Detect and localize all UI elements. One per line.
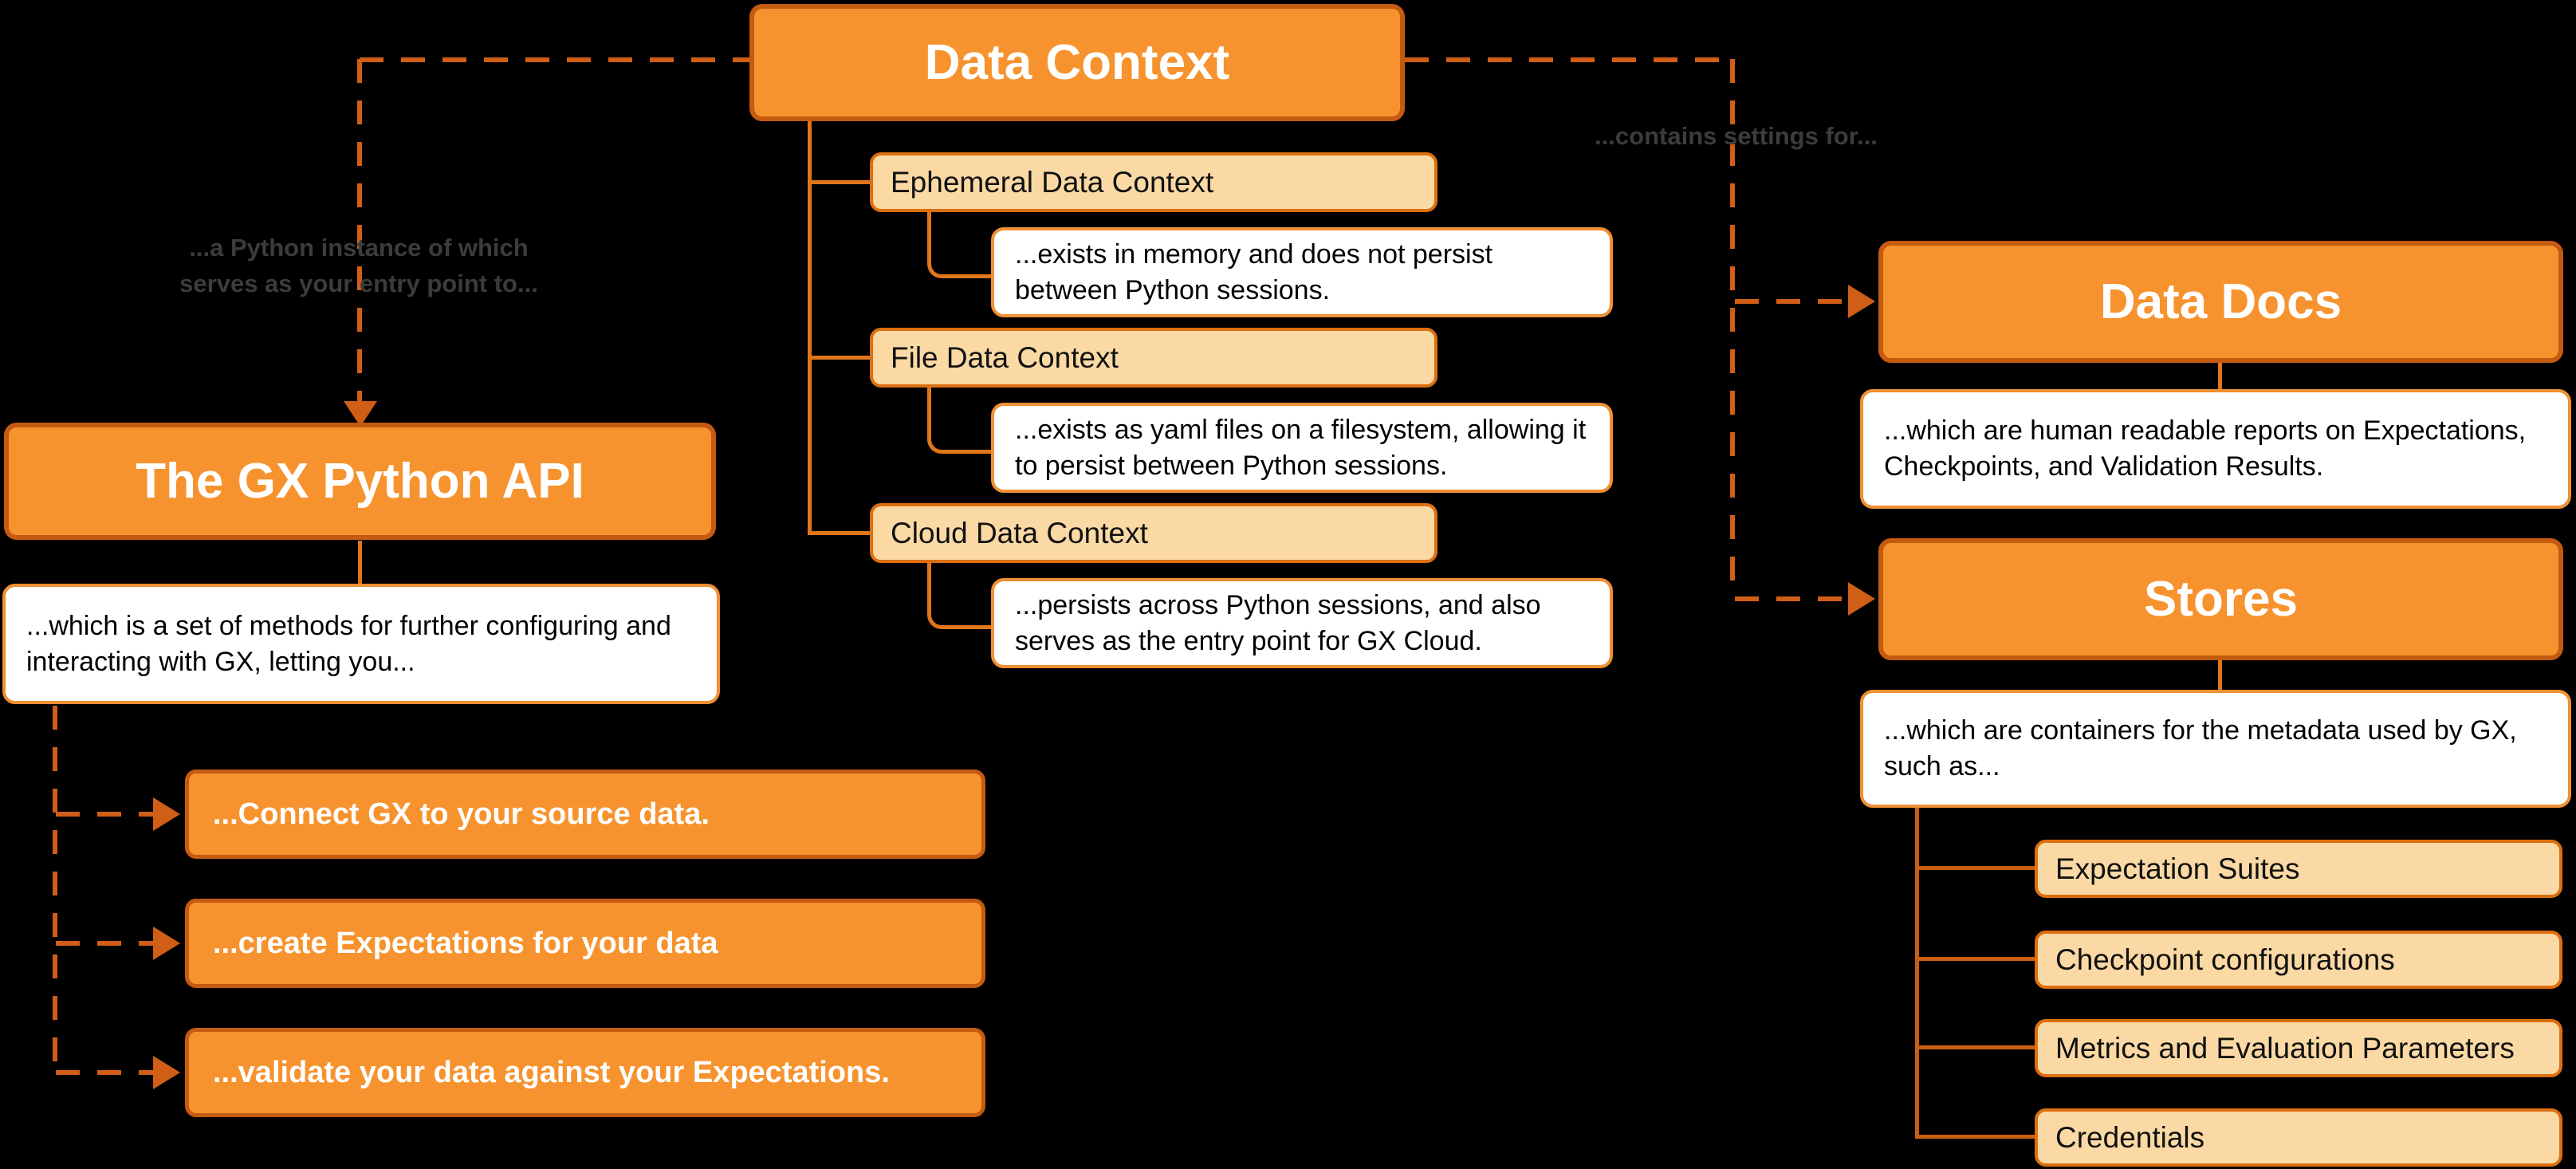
ephemeral-data-context-description: ...exists in memory and does not persist… bbox=[991, 227, 1613, 317]
dashed-connector-left-horizontal bbox=[360, 57, 749, 62]
data-context-node: Data Context bbox=[749, 4, 1405, 121]
link-stores-description bbox=[2218, 660, 2222, 691]
file-data-context-description: ...exists as yaml files on a filesystem,… bbox=[991, 403, 1613, 493]
dashed-connector-right-horizontal bbox=[1405, 57, 1733, 62]
dashed-connector-left-vertical bbox=[357, 59, 362, 403]
stores-node: Stores bbox=[1878, 538, 2563, 660]
action-create-expectations-node: ...create Expectations for your data bbox=[185, 899, 985, 988]
ephemeral-data-context-node: Ephemeral Data Context bbox=[870, 152, 1437, 212]
elbow-connector-file bbox=[927, 388, 997, 454]
arrowhead-right-icon bbox=[153, 1056, 180, 1089]
tree-stub-file bbox=[808, 356, 870, 360]
arrowhead-right-icon bbox=[1848, 285, 1875, 318]
data-docs-description: ...which are human readable reports on E… bbox=[1860, 389, 2571, 509]
tree-stub-credentials bbox=[1915, 1135, 2035, 1139]
dashed-branch-data-docs bbox=[1735, 299, 1848, 304]
arrowhead-down-icon bbox=[344, 401, 377, 427]
store-item-metrics-evaluation-parameters: Metrics and Evaluation Parameters bbox=[2035, 1019, 2562, 1077]
dashed-branch-stores bbox=[1735, 596, 1848, 601]
elbow-connector-cloud bbox=[927, 563, 997, 629]
gx-python-api-node: The GX Python API bbox=[4, 423, 716, 540]
annotation-contains-settings: ...contains settings for... bbox=[1595, 122, 1878, 150]
store-item-credentials: Credentials bbox=[2035, 1108, 2562, 1167]
data-docs-node: Data Docs bbox=[1878, 241, 2563, 363]
file-data-context-node: File Data Context bbox=[870, 328, 1437, 388]
arrowhead-right-icon bbox=[153, 927, 180, 960]
tree-trunk-store-items bbox=[1915, 808, 1919, 1139]
tree-stub-ephemeral bbox=[808, 180, 870, 184]
stores-description: ...which are containers for the metadata… bbox=[1860, 690, 2571, 808]
cloud-data-context-node: Cloud Data Context bbox=[870, 503, 1437, 563]
dashed-trunk-actions bbox=[53, 706, 57, 1074]
dashed-branch-action-2 bbox=[56, 941, 153, 946]
action-validate-node: ...validate your data against your Expec… bbox=[185, 1028, 985, 1117]
link-data-docs-description bbox=[2218, 363, 2222, 391]
cloud-data-context-description: ...persists across Python sessions, and … bbox=[991, 578, 1613, 668]
tree-trunk-contexts bbox=[808, 121, 812, 535]
dashed-connector-right-vertical bbox=[1730, 59, 1735, 596]
arrowhead-right-icon bbox=[1848, 582, 1875, 616]
annotation-entry-point: ...a Python instance of which serves as … bbox=[179, 234, 538, 297]
arrowhead-right-icon bbox=[153, 797, 180, 831]
action-connect-node: ...Connect GX to your source data. bbox=[185, 769, 985, 859]
tree-stub-metrics bbox=[1915, 1045, 2035, 1049]
store-item-expectation-suites: Expectation Suites bbox=[2035, 840, 2562, 898]
dashed-branch-action-3 bbox=[56, 1070, 153, 1075]
elbow-connector-ephemeral bbox=[927, 212, 997, 278]
tree-stub-cloud bbox=[808, 531, 870, 535]
tree-stub-checkpoint-configurations bbox=[1915, 957, 2035, 961]
gx-python-api-description: ...which is a set of methods for further… bbox=[2, 584, 720, 704]
tree-stub-expectation-suites bbox=[1915, 866, 2035, 870]
store-item-checkpoint-configurations: Checkpoint configurations bbox=[2035, 931, 2562, 989]
link-gx-api-description bbox=[358, 541, 362, 585]
dashed-branch-action-1 bbox=[56, 812, 153, 817]
